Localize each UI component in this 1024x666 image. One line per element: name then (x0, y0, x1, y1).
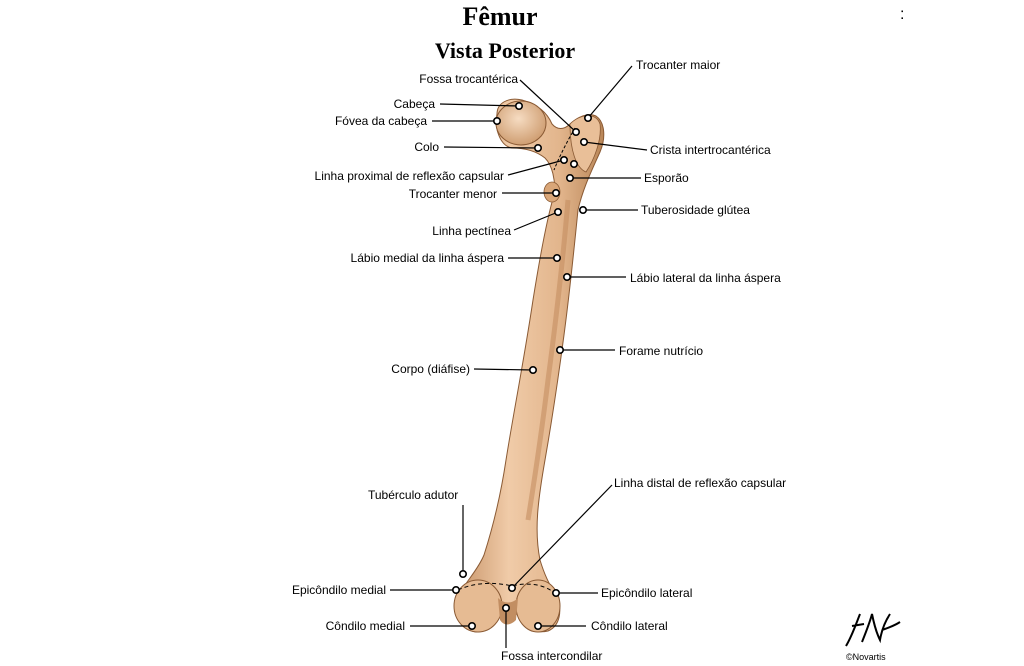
marker-tuberosidade (578, 206, 587, 215)
marker-esporao (565, 174, 574, 183)
marker-labio-medial (552, 254, 561, 263)
label-trocanter-menor: Trocanter menor (408, 187, 497, 201)
stray-mark: : (900, 6, 905, 23)
label-fovea: Fóvea da cabeça (334, 114, 427, 128)
marker-crista (579, 138, 588, 147)
marker-condilo-lateral (533, 621, 542, 630)
label-esporao: Esporão (644, 171, 689, 185)
label-condilo-medial: Côndilo medial (325, 619, 405, 633)
label-cabeca: Cabeça (393, 97, 435, 111)
marker-epicondilo-lateral (551, 588, 560, 597)
marker-tuberculo (458, 569, 467, 578)
marker-fovea (492, 117, 501, 126)
label-tuberosidade: Tuberosidade glútea (641, 203, 750, 217)
label-colo: Colo (414, 140, 439, 154)
marker-fossa-intercondilar (501, 603, 510, 612)
label-fossa-intercondilar: Fossa intercondilar (501, 649, 603, 663)
label-condilo-lateral: Côndilo lateral (591, 619, 668, 633)
marker-linha-pectinea (553, 208, 562, 217)
marker-colo (533, 144, 542, 153)
netter-signature-logo (845, 613, 901, 647)
marker-linha-distal (507, 583, 516, 592)
label-crista: Crista intertrocantérica (650, 143, 771, 157)
copyright-notice: ©Novartis (846, 652, 886, 662)
label-forame: Forame nutrício (619, 344, 704, 358)
marker-trocanter-menor (551, 189, 560, 198)
medial-condyle (453, 579, 503, 633)
marker-linha-proximal-2 (569, 160, 578, 169)
label-linha-pectinea: Linha pectínea (432, 224, 511, 238)
marker-epicondilo-medial (451, 585, 460, 594)
label-labio-medial: Lábio medial da linha áspera (350, 251, 504, 265)
marker-cabeca (514, 102, 523, 111)
label-labio-lateral: Lábio lateral da linha áspera (630, 271, 781, 285)
label-epicondilo-lateral: Epicôndilo lateral (601, 586, 693, 600)
marker-forame (555, 345, 564, 354)
distal-capsular-line (457, 582, 557, 595)
marker-corpo (528, 365, 537, 374)
marker-linha-proximal (559, 156, 568, 165)
marker-labio-lateral (562, 272, 571, 281)
marker-trocanter-maior (583, 114, 592, 123)
diagram-title: Fêmur (462, 2, 538, 31)
label-tuberculo: Tubérculo adutor (368, 488, 459, 502)
label-fossa-trocanterica: Fossa trocantérica (419, 72, 518, 86)
label-linha-distal: Linha distal de reflexão capsular (614, 476, 787, 490)
linea-aspera (525, 199, 571, 521)
diagram-subtitle: Vista Posterior (434, 38, 576, 63)
label-linha-proximal: Linha proximal de reflexão capsular (314, 169, 504, 183)
marker-fossa-trocanterica (571, 128, 580, 137)
leader-lines (390, 65, 648, 648)
marker-dots (451, 102, 592, 630)
label-epicondilo-medial: Epicôndilo medial (291, 583, 386, 597)
label-corpo: Corpo (diáfise) (391, 362, 470, 376)
proximal-capsular-line (553, 127, 576, 171)
marker-condilo-medial (467, 621, 476, 630)
label-trocanter-maior: Trocanter maior (636, 58, 721, 72)
